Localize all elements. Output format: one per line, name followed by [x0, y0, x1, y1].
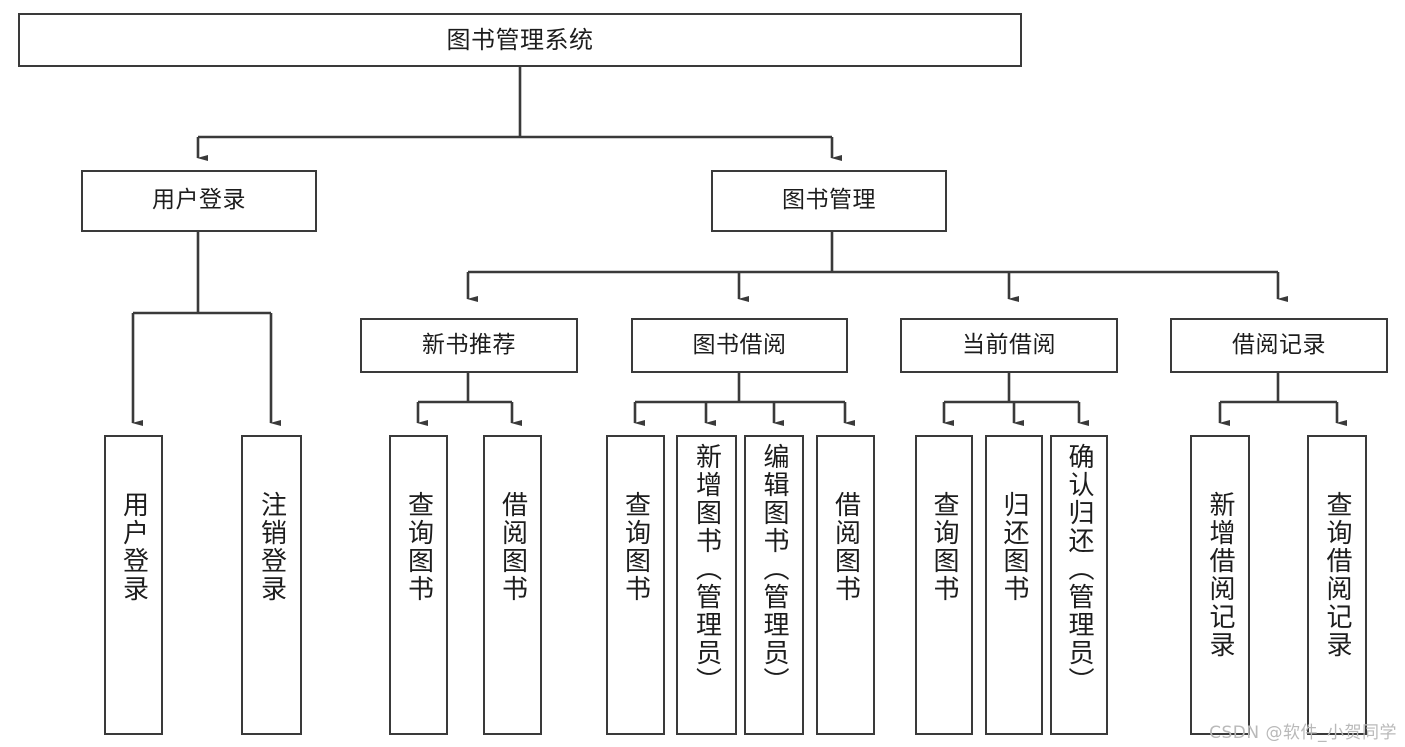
node-root-system[interactable]: 图书管理系统: [18, 13, 1022, 67]
node-label: 查询借阅记录: [1322, 491, 1352, 659]
node-label: 图书管理: [782, 187, 876, 214]
node-label: 新书推荐: [422, 331, 516, 358]
node-label: 注销登录: [256, 491, 287, 603]
node-label: 当前借阅: [962, 331, 1056, 358]
node-label: 用户登录: [118, 491, 149, 603]
node-label: 借阅图书: [830, 491, 861, 603]
node-label: 图书借阅: [692, 331, 787, 358]
node-borrow-record[interactable]: 借阅记录: [1170, 318, 1388, 373]
leaf-edit-book-admin[interactable]: 编辑图书（管理员）: [744, 435, 804, 735]
node-label: 确认归还（管理员）: [1064, 443, 1094, 695]
leaf-add-book-admin[interactable]: 新增图书（管理员）: [676, 435, 737, 735]
node-book-borrow[interactable]: 图书借阅: [631, 318, 848, 373]
node-book-management[interactable]: 图书管理: [711, 170, 947, 232]
leaf-user-login[interactable]: 用户登录: [104, 435, 163, 735]
watermark: CSDN @软件_小贺同学: [1209, 723, 1397, 743]
node-label: 借阅记录: [1232, 331, 1326, 358]
node-label: 查询图书: [929, 491, 959, 603]
leaf-logout[interactable]: 注销登录: [241, 435, 302, 735]
node-label: 查询图书: [403, 491, 434, 603]
node-label: 新增借阅记录: [1205, 491, 1235, 659]
leaf-query-book-current[interactable]: 查询图书: [915, 435, 973, 735]
leaf-query-book-borrow[interactable]: 查询图书: [606, 435, 665, 735]
node-label: 查询图书: [620, 491, 651, 603]
leaf-borrow-book[interactable]: 借阅图书: [816, 435, 875, 735]
node-label: 归还图书: [999, 491, 1029, 603]
node-current-borrow[interactable]: 当前借阅: [900, 318, 1118, 373]
node-label: 编辑图书（管理员）: [759, 443, 789, 695]
leaf-add-borrow-record[interactable]: 新增借阅记录: [1190, 435, 1250, 735]
leaf-borrow-book-recommend[interactable]: 借阅图书: [483, 435, 542, 735]
node-label: 新增图书（管理员）: [691, 443, 722, 695]
leaf-return-book[interactable]: 归还图书: [985, 435, 1043, 735]
leaf-confirm-return-admin[interactable]: 确认归还（管理员）: [1050, 435, 1108, 735]
node-label: 图书管理系统: [446, 25, 594, 54]
leaf-query-book-recommend[interactable]: 查询图书: [389, 435, 448, 735]
leaf-query-borrow-record[interactable]: 查询借阅记录: [1307, 435, 1367, 735]
node-label: 借阅图书: [497, 491, 528, 603]
node-new-book-recommend[interactable]: 新书推荐: [360, 318, 578, 373]
node-label: 用户登录: [152, 187, 246, 214]
node-user-login[interactable]: 用户登录: [81, 170, 317, 232]
